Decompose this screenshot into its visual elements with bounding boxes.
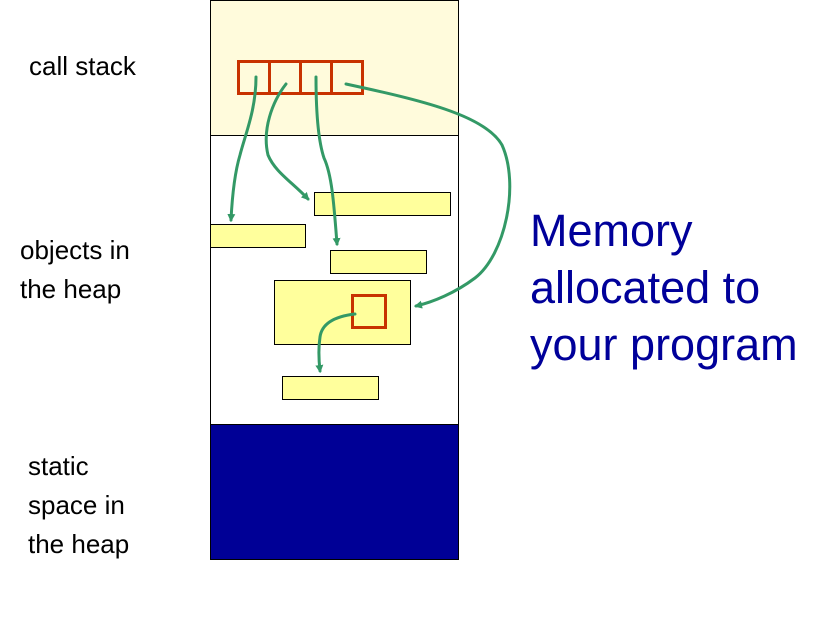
memory-title-line-2: allocated to [530, 262, 761, 313]
reference-arrow [314, 75, 341, 246]
call-stack-label-line-1: call stack [29, 51, 136, 81]
heap-objects-label: objects in the heap [20, 231, 130, 309]
static-space-label-line-1: static [28, 451, 89, 481]
static-space-label: static space in the heap [28, 447, 129, 564]
static-space-label-line-2: space in [28, 490, 125, 520]
call-stack-label: call stack [29, 47, 136, 86]
heap-object [314, 192, 451, 216]
object-reference-field [351, 294, 387, 329]
call-stack-region [210, 0, 459, 136]
memory-title-line-3: your program [530, 319, 798, 370]
heap-objects-label-line-2: the heap [20, 274, 122, 304]
reference-arrow [227, 75, 258, 222]
heap-object-large [274, 280, 411, 345]
memory-title-line-1: Memory [530, 205, 693, 256]
reference-arrow [315, 312, 357, 373]
static-space-label-line-3: the heap [28, 529, 130, 559]
heap-objects-label-line-1: objects in [20, 235, 130, 265]
stack-frame [237, 60, 364, 95]
heap-object [282, 376, 379, 400]
reference-arrow [344, 82, 512, 309]
memory-title: Memory allocated to your program [530, 202, 798, 373]
heap-object [210, 224, 306, 248]
static-space-region [210, 424, 459, 560]
heap-object [330, 250, 427, 274]
reference-arrow [264, 82, 310, 201]
stack-reference-cell [330, 60, 364, 95]
